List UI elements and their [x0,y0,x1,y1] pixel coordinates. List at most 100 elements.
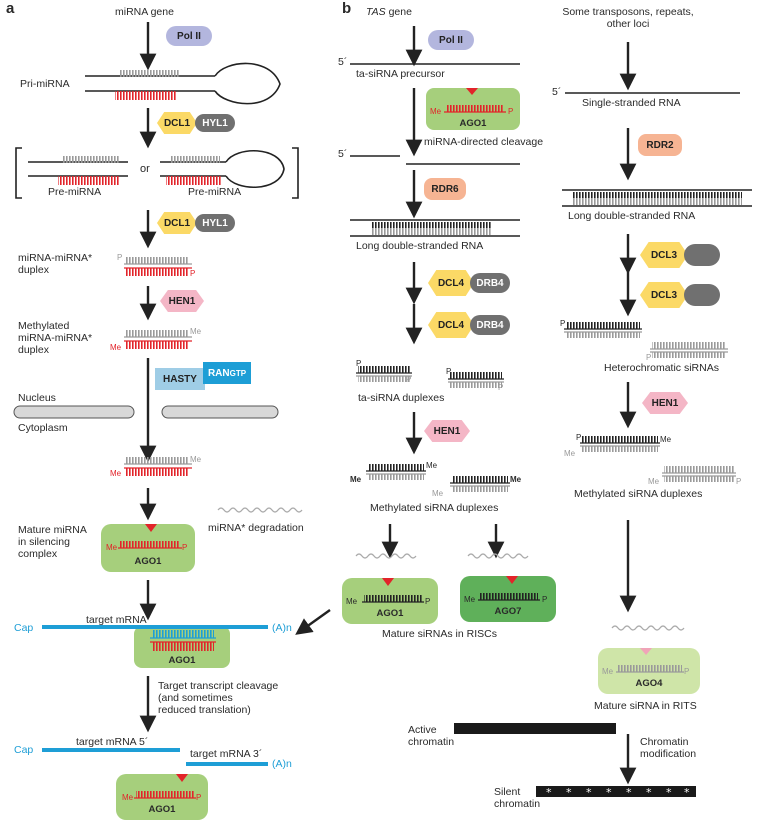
silent-chromatin-bar: *** *** ** [536,786,696,799]
target-mrna-label: target mRNA [86,614,147,626]
long-dsrna-c-label: Long double-stranded RNA [568,210,696,222]
drb4-b2: DRB4 [470,315,510,335]
svg-text:*: * [666,786,672,799]
ago1-label-cleaved: AGO1 [148,804,176,815]
target-mrna-complex [42,625,268,668]
panel-b-label: b [342,0,352,17]
mirna-duplex [124,257,192,276]
panel-a-label: a [6,0,15,17]
nucleus-label: Nucleus [18,392,56,404]
duplexes-label: ta-siRNA duplexes [358,392,445,404]
mirna-gene-label: miRNA gene [115,6,174,18]
panel-b-arrows [381,26,505,559]
pre-mirna-right-label: Pre-miRNA [188,186,242,198]
me-mark-a3: Me [190,455,202,464]
duplex-label: miRNA-miRNA* duplex [18,252,93,276]
me-mark-c3: Me [648,477,660,486]
polya-label-2: (A)n [272,758,292,770]
riscs-label: Mature siRNAs in RISCs [382,628,497,640]
svg-text:*: * [684,786,690,799]
directed-cleavage-label: miRNA-directed cleavage [424,136,544,148]
or-label: or [140,163,150,175]
me-mark-ago1-b: Me [430,107,442,116]
dcl3-partner-2 [684,284,720,306]
mature-mirna-label: Mature miRNA in silencing complex [18,524,87,560]
me-mark-cleaved: Me [122,793,134,802]
rits-label: Mature siRNA in RITS [594,700,697,712]
five-prime-label-1: 5´ [338,56,348,68]
dcl3-c1: DCL3 [640,242,688,268]
rdr2-protein: RDR2 [638,134,682,156]
me-mark-a2: Me [110,343,122,352]
ago7-risc [460,576,556,622]
cap-label-1: Cap [14,622,34,634]
p-mark-duplex-red: P [190,269,196,278]
hen1-c: HEN1 [642,392,688,414]
long-dsrna-c [562,189,752,207]
p-mark-risc1: P [425,597,431,606]
drb4-b1: DRB4 [470,273,510,293]
hasty-protein: HASTY [155,368,205,390]
me-mark-risc2: Me [464,595,476,604]
ago7-label: AGO7 [494,606,522,617]
gtp-label: GTP [229,368,247,378]
hyl1-a1: HYL1 [195,114,235,132]
methylated-duplex [124,330,192,349]
me-mark-b1: Me [426,461,438,470]
tasirna-duplexes [356,366,504,388]
dcl3-partner-1 [684,244,720,266]
svg-text:*: * [646,786,652,799]
p-mark-cleaved: P [196,793,202,802]
methylated-sirna-duplexes-c [580,436,736,482]
pol-ii-b: Pol II [428,30,474,50]
degradation-label: miRNA* degradation [208,522,304,534]
p-mark-c3: P [576,433,582,442]
dcl4-b1: DCL4 [428,270,474,296]
active-chromatin-bar [454,723,616,734]
cleaved-precursor [350,155,520,165]
me-mark-b2: Me [350,475,362,484]
p-mark-b4: P [498,383,504,392]
p-mark-b3: P [446,367,452,376]
svg-text:*: * [586,786,592,799]
me-mark-a1: Me [190,327,202,336]
precursor-label: ta-siRNA precursor [356,68,445,80]
svg-text:*: * [606,786,612,799]
tas-gene-label: TAS gene [366,6,412,18]
ago1-label-a: AGO1 [134,556,162,567]
tas-label: TAS [366,6,386,18]
passenger-wave-2 [467,553,529,559]
rdr6-protein: RDR6 [424,178,466,200]
polya-label-1: (A)n [272,622,292,634]
me-mark-c1: Me [660,435,672,444]
p-mark-b2: P [406,375,412,384]
p-mark-ago1-b: P [508,107,514,116]
p-mark-ago1-a: P [182,543,188,552]
dcl1-a1: DCL1 [157,112,197,134]
methylated-duplex-label: Methylated miRNA-miRNA* duplex [18,320,93,356]
p-mark-risc2: P [542,595,548,604]
ago1-label-b: AGO1 [459,118,487,129]
ago1-label-risc: AGO1 [376,608,404,619]
tas-gene-suffix: gene [385,6,412,18]
me-mark-a4: Me [110,469,122,478]
me-mark-c2: Me [564,449,576,458]
target5-label: target mRNA 5´ [76,736,149,748]
ago1-label-target: AGO1 [168,655,196,666]
pre-mirna-left-label: Pre-miRNA [48,186,102,198]
source-loci-label: Some transposons, repeats, other loci [562,6,694,30]
ago1-risc [342,578,438,624]
pol-ii-a: Pol II [166,26,212,46]
hyl1-a2: HYL1 [195,214,235,232]
active-chromatin-label: Active chromatin [408,724,455,748]
cap-label-2: Cap [14,744,34,756]
p-mark-c4: P [736,477,742,486]
p-mark-b1: P [356,359,362,368]
me-mark-b4: Me [432,489,444,498]
p-mark-c1: P [560,319,566,328]
ago1-complex-a [101,524,195,572]
long-dsrna-b [350,219,520,237]
me-mark-risc1: Me [346,597,358,606]
passenger-wave-3 [611,625,685,631]
